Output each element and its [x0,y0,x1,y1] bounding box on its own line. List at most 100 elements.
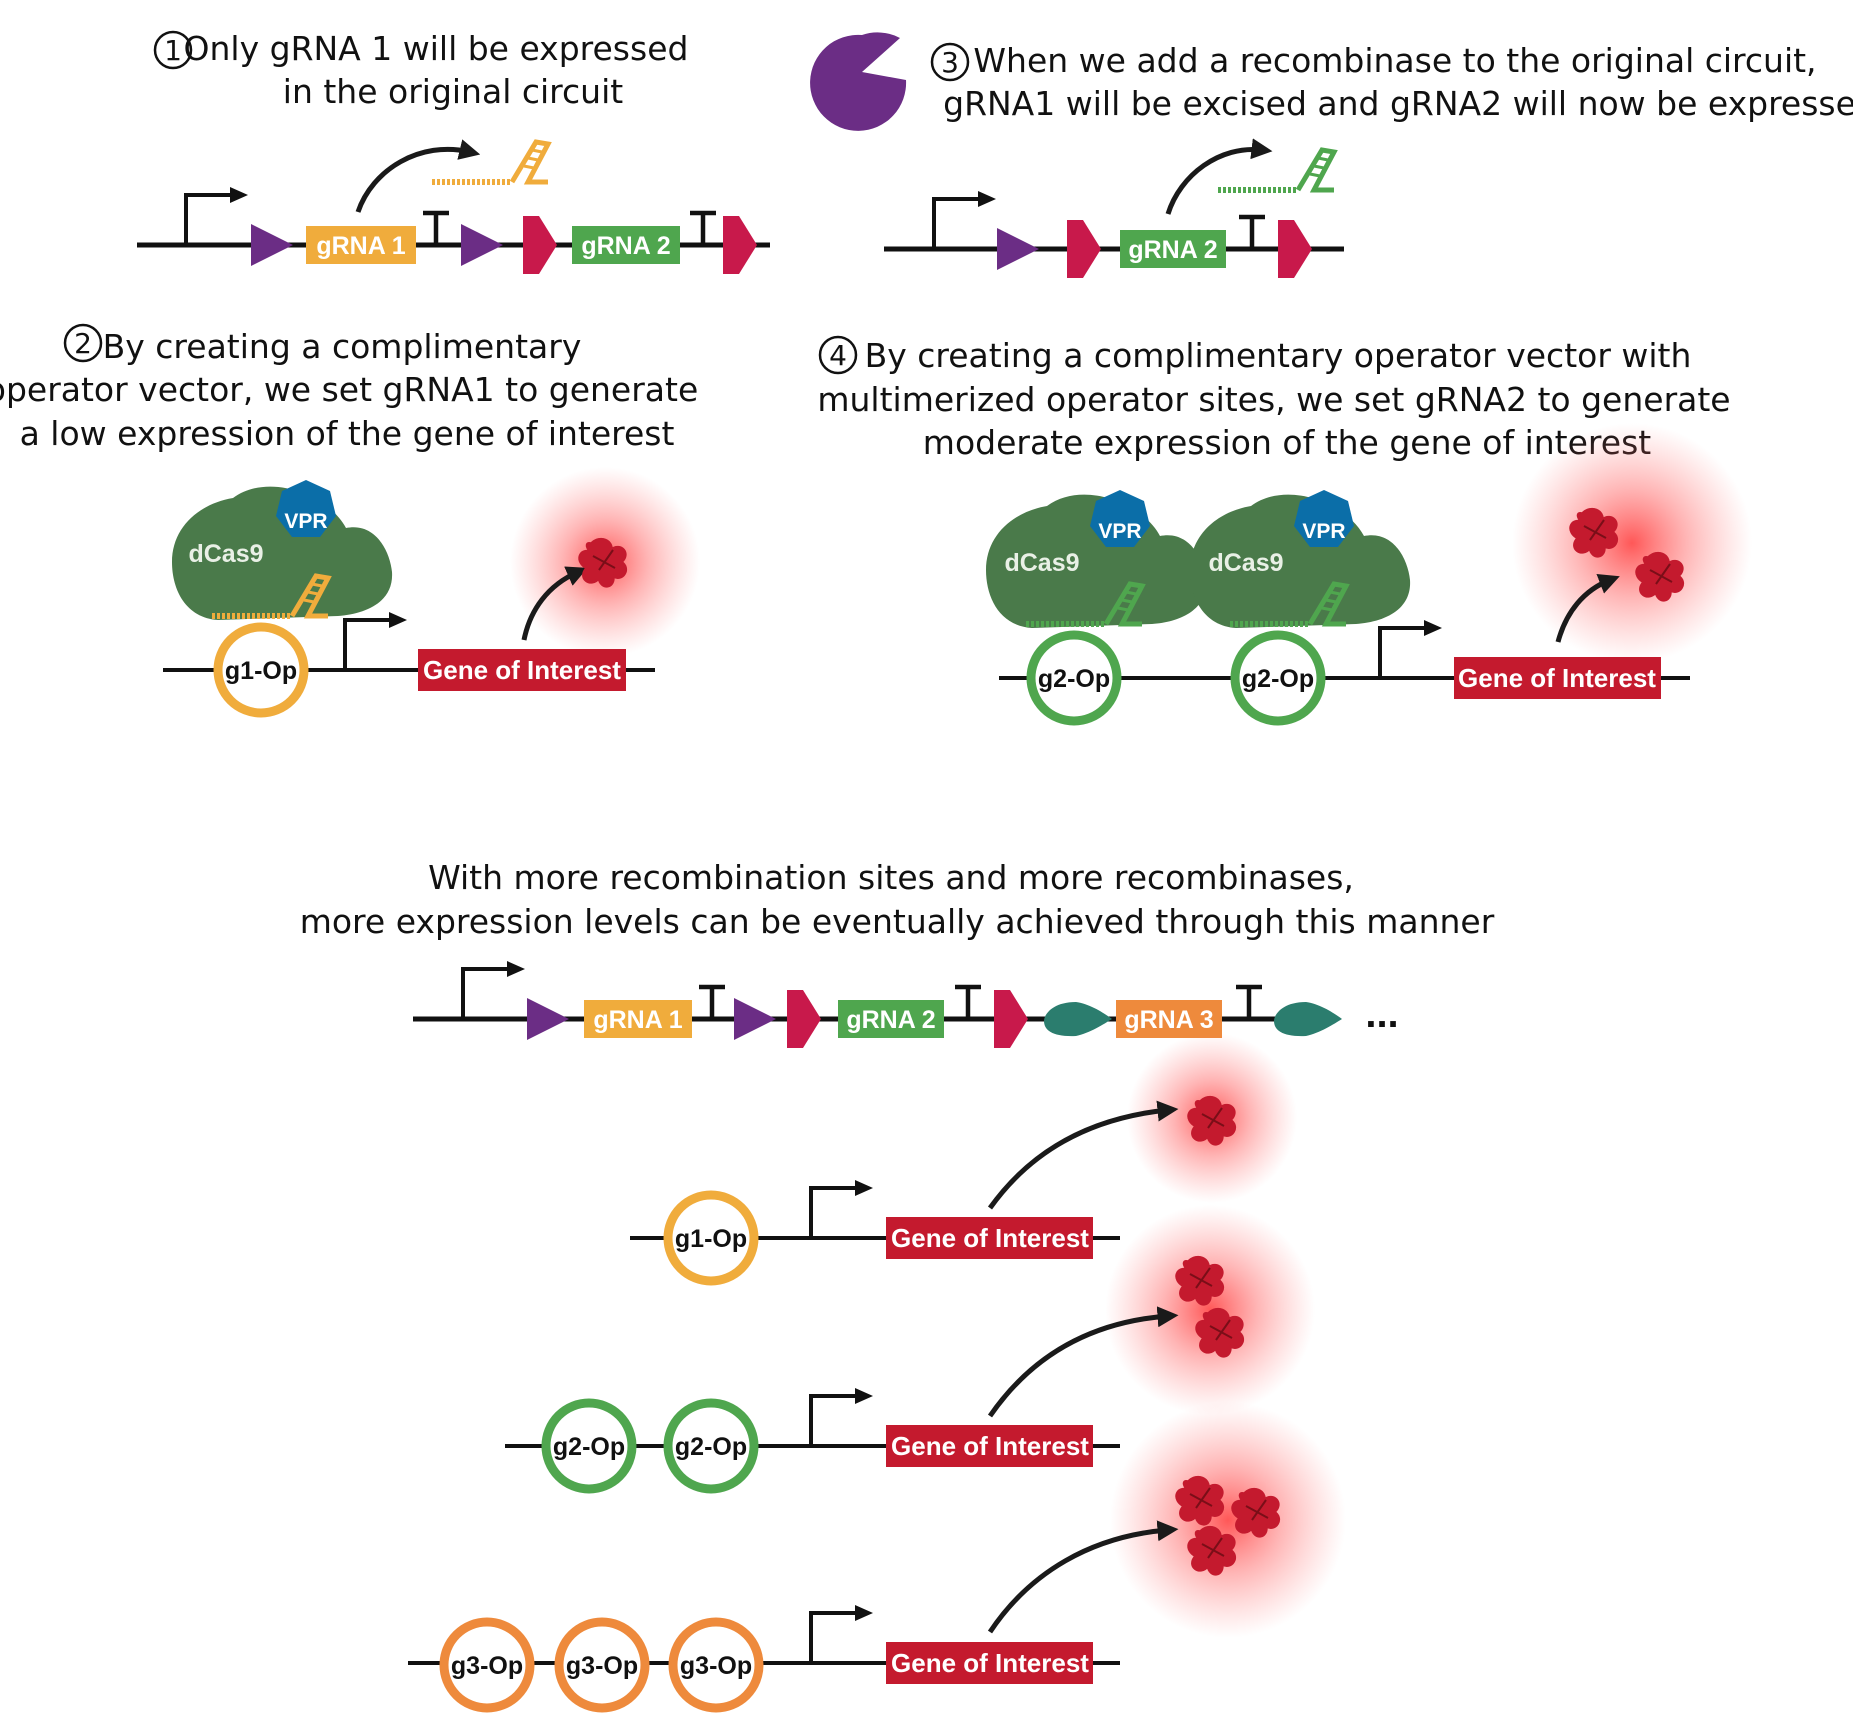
expression-arrow [987,1100,1179,1210]
vpr-label: VPR [1098,520,1141,543]
vpr-label: VPR [1302,520,1345,543]
grna2-box [1120,230,1226,268]
expression-glow [1110,1402,1346,1638]
panel2-caption-line1: By creating a complimentary [103,327,582,366]
triangle-site-icon [734,998,776,1040]
panel3-caption-line1: When we add a recombinase to the origina… [973,41,1816,80]
panel4-caption-line2: multimerized operator sites, we set gRNA… [817,380,1730,419]
operator-site [554,1617,650,1713]
operator-label: g3-Op [566,1652,638,1680]
gene-of-interest-box [886,1217,1093,1259]
expression-glow [1512,423,1752,663]
grna2-label: gRNA 2 [1128,236,1217,264]
step-number: 3 [941,46,959,79]
flag-site-icon [523,216,557,274]
gene-of-interest-label: Gene of Interest [1458,663,1656,693]
terminator-icon [1239,217,1265,249]
ellipsis: ... [1365,992,1398,1036]
terminator-icon [699,987,725,1019]
grna2-label: gRNA 2 [581,232,670,260]
gene-of-interest-label: Gene of Interest [891,1223,1089,1253]
operator-site [439,1617,535,1713]
gene-of-interest-label: Gene of Interest [891,1431,1089,1461]
step-number-circle [930,42,970,82]
triangle-site-icon [527,998,569,1040]
operator-label: g3-Op [680,1652,752,1680]
promoter-arrow-icon [809,1386,875,1448]
grna1-label: gRNA 1 [316,232,405,260]
operator-site [668,1617,764,1713]
promoter-arrow-icon [809,1178,875,1240]
expression-arrow [1165,138,1273,215]
panel4-caption-line3: moderate expression of the gene of inter… [923,423,1651,462]
operator-site [213,622,309,718]
panel2-caption-line2: operator vector, we set gRNA1 to generat… [0,370,698,409]
promoter-arrow-icon [1378,618,1444,680]
vpr-heptagon-icon [1090,490,1150,547]
expression-row-high: g3-Op g3-Op g3-Op Gene of Interest [408,1402,1346,1713]
expression-glow [1105,1205,1315,1415]
operator-site [1026,630,1122,726]
bottom-section: With more recombination sites and more r… [300,858,1495,1713]
triangle-site-icon [997,228,1039,270]
operator-site [541,1398,637,1494]
flag-site-icon [787,990,821,1048]
vpr-heptagon-icon [1294,490,1354,547]
flag-site-icon [994,990,1028,1048]
gene-of-interest-box [886,1642,1093,1684]
vpr-heptagon-icon [276,480,336,537]
bottom-caption-line2: more expression levels can be eventually… [300,902,1495,941]
grna1-box [584,1000,692,1038]
expression-arrow [987,1306,1179,1418]
flag-site-icon [1067,220,1101,278]
expression-arrow [521,566,588,641]
operator-label: g2-Op [1038,665,1110,693]
terminator-icon [690,213,716,245]
operator-label: g2-Op [675,1433,747,1461]
expression-row-moderate: g2-Op g2-Op Gene of Interest [505,1205,1315,1494]
terminator-icon [423,213,449,245]
operator-site [663,1398,759,1494]
panel-4: 4 By creating a complimentary operator v… [817,335,1752,726]
dcas9-label: dCas9 [1004,549,1079,577]
teardrop-site-icon [1044,1002,1112,1037]
gene-of-interest-box [1454,657,1661,699]
operator-label: g2-Op [553,1433,625,1461]
operator-label: g1-Op [675,1225,747,1253]
dcas9-label: dCas9 [188,540,263,568]
gene-of-interest-label: Gene of Interest [423,655,621,685]
panel-2: 2 By creating a complimentary operator v… [0,323,700,718]
grna1-label: gRNA 1 [593,1006,682,1034]
promoter-arrow-icon [932,189,998,251]
step-number-circle [818,335,858,375]
grna2-box [572,226,680,264]
terminator-icon [1236,987,1262,1019]
panel3-caption-line2: gRNA1 will be excised and gRNA2 will now… [943,84,1853,123]
step-number: 2 [74,327,92,360]
bottom-caption-line1: With more recombination sites and more r… [428,858,1354,897]
recombinase-pacman-icon [810,32,907,131]
promoter-arrow-icon [343,610,409,672]
operator-site [663,1190,759,1286]
flag-site-icon [1278,220,1312,278]
teardrop-site-icon [1274,1002,1342,1037]
gene-of-interest-label: Gene of Interest [891,1648,1089,1678]
operator-label: g2-Op [1242,665,1314,693]
flag-site-icon [723,216,757,274]
grna-hairpin-icon [1218,150,1334,190]
panel-1: 1 Only gRNA 1 will be expressed in the o… [137,29,770,274]
gene-of-interest-box [886,1425,1093,1467]
promoter-arrow-icon [809,1603,875,1665]
grna2-label: gRNA 2 [846,1006,935,1034]
step-number: 4 [829,339,847,372]
step-number-circle [153,30,193,70]
panel4-caption-line1: By creating a complimentary operator vec… [865,336,1692,375]
terminator-icon [955,987,981,1019]
triangle-site-icon [251,224,293,266]
promoter-arrow-icon [461,959,527,1021]
operator-site [1230,630,1326,726]
operator-label: g1-Op [225,657,297,685]
panel1-caption-line2: in the original circuit [283,72,623,111]
gene-of-interest-box [418,649,626,691]
